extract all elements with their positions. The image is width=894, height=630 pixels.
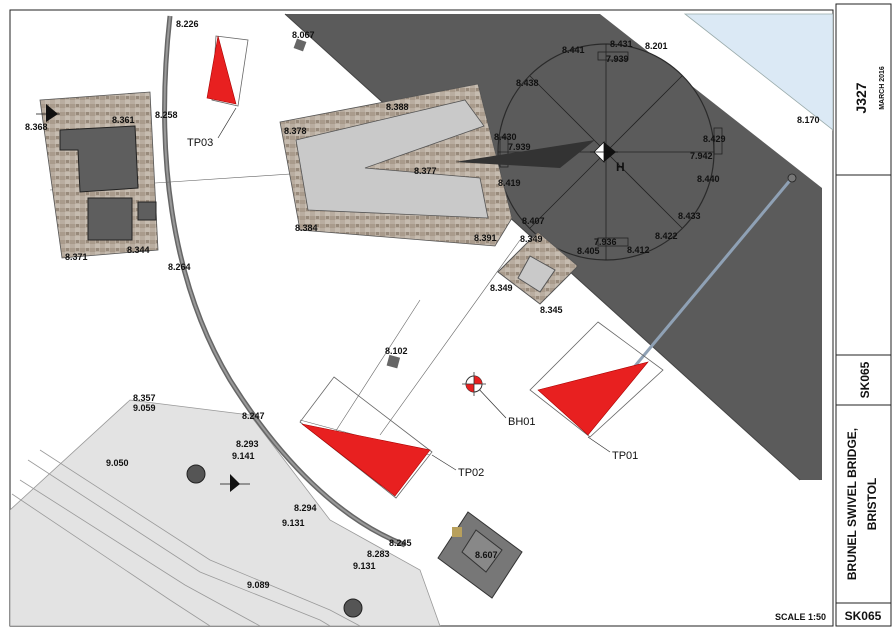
spot-level: 8.247 bbox=[242, 411, 265, 421]
survey-station-marker bbox=[220, 474, 250, 492]
spot-level: 8.412 bbox=[627, 245, 650, 255]
bollard bbox=[343, 598, 363, 618]
spot-level: 9.131 bbox=[282, 518, 305, 528]
spot-level: 8.378 bbox=[284, 126, 307, 136]
spot-levels: 8.226 8.067 8.258 8.361 8.368 8.371 8.34… bbox=[25, 19, 820, 590]
spot-level: 8.431 bbox=[610, 39, 633, 49]
spot-level: 8.170 bbox=[797, 115, 820, 125]
spot-level: 8.226 bbox=[176, 19, 199, 29]
bridge-tie-rod bbox=[628, 177, 794, 373]
spot-level: 9.089 bbox=[247, 580, 270, 590]
spot-level: 8.607 bbox=[475, 550, 498, 560]
manhole-cover bbox=[386, 354, 401, 369]
spot-level: 8.345 bbox=[540, 305, 563, 315]
spot-level: 9.059 bbox=[133, 403, 156, 413]
spot-level: 8.361 bbox=[112, 115, 135, 125]
river-water bbox=[683, 13, 833, 131]
spot-level: 8.391 bbox=[474, 233, 497, 243]
survey-station-marker bbox=[590, 141, 618, 163]
spot-level: 8.294 bbox=[294, 503, 317, 513]
borehole-label: BH01 bbox=[508, 416, 536, 428]
spot-level: 8.377 bbox=[414, 166, 437, 176]
spot-level: 8.405 bbox=[577, 246, 600, 256]
sheet-reference-bottom: SK065 bbox=[845, 609, 882, 623]
test-pit-outline bbox=[529, 321, 664, 438]
test-pit-tp01 bbox=[537, 361, 649, 436]
borehole-bh01 bbox=[462, 372, 486, 396]
spot-level: 8.283 bbox=[367, 549, 390, 559]
center-marker-label: H bbox=[616, 160, 625, 174]
test-pit-label: TP03 bbox=[187, 137, 213, 149]
test-pit-outline bbox=[299, 376, 433, 499]
spot-level: 8.245 bbox=[389, 538, 412, 548]
spot-level: 8.371 bbox=[65, 252, 88, 262]
survey-station-marker bbox=[36, 104, 60, 122]
test-pit-tp02 bbox=[301, 423, 431, 497]
job-number: J327 bbox=[853, 82, 869, 113]
railway-tracks bbox=[11, 449, 361, 626]
bollard bbox=[186, 464, 206, 484]
turntable-bearings bbox=[499, 51, 723, 247]
spot-level: 7.939 bbox=[606, 54, 629, 64]
spot-level: 8.384 bbox=[295, 223, 318, 233]
project-name-line1: BRUNEL SWIVEL BRIDGE, bbox=[845, 428, 859, 580]
spot-level: 8.430 bbox=[494, 132, 517, 142]
spot-level: 8.422 bbox=[655, 231, 678, 241]
spot-level: 8.344 bbox=[127, 245, 150, 255]
spot-level: 8.293 bbox=[236, 439, 259, 449]
scale-label: SCALE 1:50 bbox=[775, 612, 826, 622]
left-building-roof bbox=[59, 125, 139, 193]
title-block: J327 MARCH 2016 SK065 BRUNEL SWIVEL BRID… bbox=[835, 3, 892, 627]
spot-level: 8.433 bbox=[678, 211, 701, 221]
spot-level: 7.942 bbox=[690, 151, 713, 161]
spot-level: 8.368 bbox=[25, 122, 48, 132]
spot-level: 8.419 bbox=[498, 178, 521, 188]
project-name-line2: BRISTOL bbox=[865, 478, 879, 530]
test-pit-label: TP01 bbox=[612, 450, 638, 462]
spot-level: 8.349 bbox=[520, 234, 543, 244]
spot-level: 8.429 bbox=[703, 134, 726, 144]
manhole-cover bbox=[293, 38, 307, 52]
spot-level: 8.407 bbox=[522, 216, 545, 226]
spot-level: 8.441 bbox=[562, 45, 585, 55]
spot-level: 9.131 bbox=[353, 561, 376, 571]
left-building-block bbox=[87, 197, 133, 241]
spot-level: 8.357 bbox=[133, 393, 156, 403]
ramp-deck bbox=[295, 99, 489, 219]
sheet-reference: SK065 bbox=[858, 361, 872, 398]
test-pit-label: TP02 bbox=[458, 467, 484, 479]
spot-level: 8.438 bbox=[516, 78, 539, 88]
spot-level: 8.440 bbox=[697, 174, 720, 184]
spot-level: 8.264 bbox=[168, 262, 191, 272]
turntable-radials bbox=[498, 44, 714, 260]
spot-level: 8.258 bbox=[155, 110, 178, 120]
leader-lines bbox=[217, 107, 611, 471]
spot-level: 7.936 bbox=[594, 237, 617, 247]
spot-level: 8.102 bbox=[385, 346, 408, 356]
spot-level: 9.141 bbox=[232, 451, 255, 461]
spot-level: 9.050 bbox=[106, 458, 129, 468]
test-pit-tp03 bbox=[206, 35, 237, 105]
spot-level: 8.349 bbox=[490, 283, 513, 293]
spot-level: 8.067 bbox=[292, 30, 315, 40]
drawing-date: MARCH 2016 bbox=[879, 66, 886, 110]
spot-level: 8.201 bbox=[645, 41, 668, 51]
spot-level: 7.939 bbox=[508, 142, 531, 152]
spot-level: 8.388 bbox=[386, 102, 409, 112]
quay-paving bbox=[10, 399, 441, 626]
